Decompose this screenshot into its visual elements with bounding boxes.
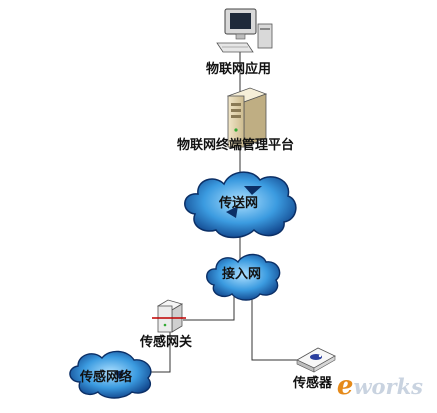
desktop-computer-icon [216, 8, 273, 53]
sensor-network-label: 传感网络 [80, 370, 133, 385]
gateway-label: 传感网关 [140, 335, 193, 350]
platform-label: 物联网终端管理平台 [177, 138, 295, 153]
link-access-gateway [183, 296, 235, 321]
watermark: eworks [336, 371, 423, 401]
gateway-device-icon [152, 299, 186, 333]
transport-network-label: 传送网 [219, 196, 259, 211]
link-access-sensor [251, 298, 297, 361]
app-label: 物联网应用 [206, 62, 272, 77]
access-network-label: 接入网 [222, 267, 262, 282]
sensor-device-icon [296, 347, 336, 373]
cloud-network-icon [69, 350, 152, 399]
sensor-label: 传感器 [293, 376, 333, 391]
server-tower-icon [226, 87, 268, 148]
cloud-network-icon [184, 171, 297, 239]
cloud-network-icon [206, 253, 281, 301]
